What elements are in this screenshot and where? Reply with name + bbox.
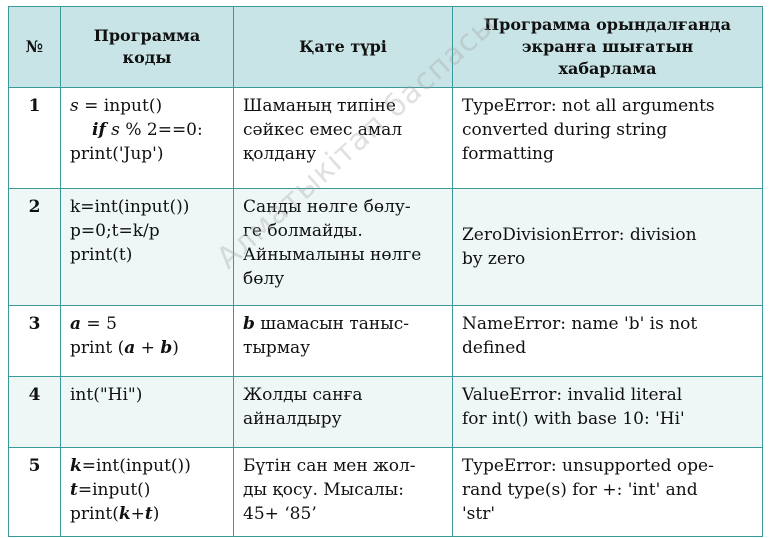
message-line: defined [462,338,527,358]
error-table-container: № Программа коды Қате түрі Программа оры… [8,6,763,537]
code-line: int("Hi") [70,385,143,405]
header-screen-message: Программа орындалғанда экранға шығатын х… [452,6,763,88]
program-code-cell: s = input() if s % 2==0: print('Jup') [60,87,234,189]
code-line: print (a + b) [70,338,179,358]
message-line: rand type(s) for +: 'int' and [462,480,698,500]
message-line: ValueError: invalid literal [462,385,683,405]
program-code-cell: int("Hi") [60,376,234,448]
error-line: айналдыру [243,409,342,429]
screen-message-cell: TypeError: unsupported ope- rand type(s)… [452,447,763,537]
code-line: k=int(input()) [70,456,191,476]
screen-message-cell: NameError: name 'b' is not defined [452,305,763,377]
message-line: by zero [462,249,526,269]
error-line: ды қосу. Мысалы: [243,480,404,500]
table-row: 1 s = input() if s % 2==0: print('Jup') … [8,87,763,189]
table-row: 2 k=int(input()) p=0;t=k/p print(t) Санд… [8,188,763,306]
row-number: 5 [8,447,61,537]
python-errors-table: № Программа коды Қате түрі Программа оры… [8,6,763,537]
code-line: print(k+t) [70,504,160,524]
message-line: 'str' [462,504,496,524]
error-line: Санды нөлге бөлу- [243,197,411,217]
code-line: k=int(input()) [70,197,190,217]
header-message-line: экранға шығатын [521,37,694,56]
error-type-cell: Санды нөлге бөлу- ге болмайды. Айнымалын… [233,188,453,306]
table-row: 3 a = 5 print (a + b) b шамасын таныс- т… [8,305,763,377]
row-number: 3 [8,305,61,377]
error-line: сәйкес емес амал [243,120,403,140]
screen-message-cell: ValueError: invalid literal for int() wi… [452,376,763,448]
screen-message-cell: ZeroDivisionError: division by zero [452,188,763,306]
error-line: b шамасын таныс- [243,314,410,334]
error-line: қолдану [243,144,317,164]
error-line: ге болмайды. [243,221,363,241]
message-line: for int() with base 10: 'Hi' [462,409,685,429]
message-line: NameError: name 'b' is not [462,314,698,334]
message-line: ZeroDivisionError: division [462,225,697,245]
code-line: t=input() [70,480,151,500]
code-line: print('Jup') [70,144,164,164]
header-program-code: Программа коды [60,6,234,88]
row-number: 2 [8,188,61,306]
header-message-line: Программа орындалғанда [484,15,731,34]
code-line: s = input() [70,96,163,116]
table-header-row: № Программа коды Қате түрі Программа оры… [8,6,763,88]
message-line: TypeError: unsupported ope- [462,456,714,476]
error-line: тырмау [243,338,311,358]
code-line: if s % 2==0: [92,120,203,140]
table-row: 4 int("Hi") Жолды санға айналдыру ValueE… [8,376,763,448]
error-type-cell: b шамасын таныс- тырмау [233,305,453,377]
error-line: бөлу [243,269,285,289]
error-line: Бүтін сан мен жол- [243,456,416,476]
row-number: 1 [8,87,61,189]
message-line: formatting [462,144,554,164]
program-code-cell: k=int(input()) p=0;t=k/p print(t) [60,188,234,306]
code-line: p=0;t=k/p [70,221,160,241]
code-line: print(t) [70,245,133,265]
error-line: Айнымалыны нөлге [243,245,422,265]
header-code-line: Программа [93,26,201,45]
error-line: Шаманың типіне [243,96,396,116]
screen-message-cell: TypeError: not all arguments converted d… [452,87,763,189]
message-line: TypeError: not all arguments [462,96,715,116]
header-error-type: Қате түрі [233,6,453,88]
code-line: a = 5 [70,314,117,334]
error-line: 45+ ‘85’ [243,504,317,524]
error-type-cell: Бүтін сан мен жол- ды қосу. Мысалы: 45+ … [233,447,453,537]
error-type-cell: Жолды санға айналдыру [233,376,453,448]
error-type-cell: Шаманың типіне сәйкес емес амал қолдану [233,87,453,189]
program-code-cell: a = 5 print (a + b) [60,305,234,377]
header-number: № [8,6,61,88]
header-code-line: коды [122,48,172,67]
table-row: 5 k=int(input()) t=input() print(k+t) Бү… [8,447,763,537]
header-message-line: хабарлама [558,59,657,78]
error-line: Жолды санға [243,385,363,405]
program-code-cell: k=int(input()) t=input() print(k+t) [60,447,234,537]
row-number: 4 [8,376,61,448]
message-line: converted during string [462,120,668,140]
